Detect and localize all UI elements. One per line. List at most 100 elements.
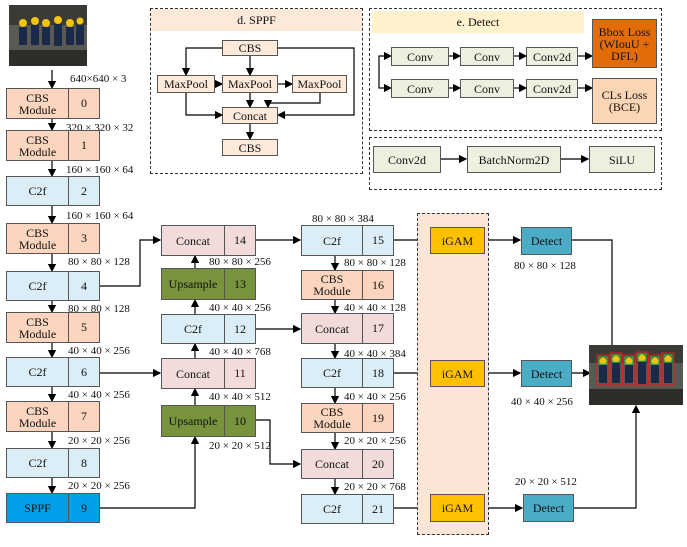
sppf-cbs-bottom: CBS xyxy=(222,139,278,156)
node-label: CBS Module xyxy=(18,403,57,430)
node-label: CBS Module xyxy=(18,314,57,341)
node-label: C2f xyxy=(28,279,47,293)
dim-label: 40 × 40 × 384 xyxy=(344,348,406,360)
node-label: CBS Module xyxy=(18,90,57,117)
node-index: 15 xyxy=(362,226,393,255)
node-index: 0 xyxy=(68,89,99,118)
detect-conv2d-b: Conv2d xyxy=(526,79,578,98)
sppf-maxpool-mid: MaxPool xyxy=(222,75,278,93)
node-index: 13 xyxy=(224,269,255,299)
dim-label: 40 × 40 × 256 xyxy=(209,302,271,314)
sppf-panel xyxy=(150,8,363,174)
detect-conv-a2: Conv xyxy=(460,47,514,66)
dim-label: 40 × 40 × 256 xyxy=(68,345,130,357)
node-16-cbs: CBS Module 16 xyxy=(301,270,394,300)
input-image xyxy=(9,5,87,66)
node-1-cbs: CBS Module 1 xyxy=(6,130,100,161)
output-dim-label: 20 × 20 × 512 xyxy=(515,476,577,488)
cbs-conv2d: Conv2d xyxy=(373,146,441,173)
bbox-loss-box: Bbox Loss (WIouU + DFL) xyxy=(592,19,657,68)
igam-block-1: iGAM xyxy=(430,227,485,254)
sppf-panel-title: d. SPPF xyxy=(151,9,362,31)
node-label: CBS Module xyxy=(18,225,57,252)
node-20-concat: Concat 20 xyxy=(301,449,394,479)
detect-block-2: Detect xyxy=(521,360,572,387)
node-index: 16 xyxy=(362,271,393,299)
detect-block-1: Detect xyxy=(521,227,572,255)
node-10-upsample: Upsample 10 xyxy=(161,405,256,437)
node-index: 18 xyxy=(362,359,393,387)
node-label: C2f xyxy=(28,456,47,470)
node-index: 19 xyxy=(362,404,393,432)
dim-label: 40 × 40 × 128 xyxy=(344,302,406,314)
detect-conv2d-a: Conv2d xyxy=(526,47,578,66)
cbs-silu: SiLU xyxy=(589,146,655,173)
node-6-c2f: C2f 6 xyxy=(6,357,100,387)
node-18-c2f: C2f 18 xyxy=(301,358,394,388)
node-15-c2f: C2f 15 xyxy=(301,225,394,256)
node-7-cbs: CBS Module 7 xyxy=(6,401,100,432)
node-index: 9 xyxy=(68,494,99,522)
igam-block-2: iGAM xyxy=(430,360,485,387)
node-index: 12 xyxy=(224,315,255,343)
dim-label: 80 × 80 × 256 xyxy=(209,256,271,268)
cbs-panel xyxy=(369,137,662,190)
node-label: C2f xyxy=(323,366,341,380)
node-index: 14 xyxy=(224,226,255,255)
node-8-c2f: C2f 8 xyxy=(6,448,100,478)
node-9-sppf: SPPF 9 xyxy=(6,493,100,523)
node-label: Upsample xyxy=(168,414,218,428)
dim-label: 160 × 160 × 64 xyxy=(66,210,134,222)
dim-label: 40 × 40 × 512 xyxy=(209,391,271,403)
detect-panel-title: e. Detect xyxy=(372,11,584,33)
dim-label: 80 × 80 × 384 xyxy=(312,213,374,225)
node-0-cbs: CBS Module 0 xyxy=(6,88,100,119)
input-size-label: 640×640 × 3 xyxy=(70,73,127,85)
detect-panel xyxy=(369,8,662,131)
node-17-concat: Concat 17 xyxy=(301,313,394,344)
node-13-upsample: Upsample 13 xyxy=(161,268,256,300)
node-label: C2f xyxy=(323,233,341,248)
dim-label: 40 × 40 × 256 xyxy=(68,389,130,401)
dim-label: 20 × 20 × 768 xyxy=(344,481,406,493)
node-index: 8 xyxy=(68,449,99,477)
node-label: Upsample xyxy=(168,277,218,291)
node-label: Concat xyxy=(315,321,349,336)
sppf-concat: Concat xyxy=(222,107,278,124)
node-index: 5 xyxy=(68,313,99,342)
node-2-c2f: C2f 2 xyxy=(6,176,100,206)
dim-label: 80 × 80 × 128 xyxy=(344,257,406,269)
sppf-maxpool-right: MaxPool xyxy=(292,75,347,93)
node-12-c2f: C2f 12 xyxy=(161,314,256,344)
dim-label: 20 × 20 × 256 xyxy=(68,480,130,492)
detect-conv-a1: Conv xyxy=(391,47,449,66)
node-index: 6 xyxy=(68,358,99,386)
dim-label: 20 × 20 × 512 xyxy=(209,440,271,452)
dim-label: 80 × 80 × 128 xyxy=(68,256,130,268)
detect-conv-b2: Conv xyxy=(460,79,514,98)
node-11-concat: Concat 11 xyxy=(161,358,256,389)
node-3-cbs: CBS Module 3 xyxy=(6,223,100,254)
node-label: Concat xyxy=(176,366,210,381)
node-14-concat: Concat 14 xyxy=(161,225,256,256)
dim-label: 40 × 40 × 768 xyxy=(209,346,271,358)
sppf-maxpool-left: MaxPool xyxy=(157,75,215,93)
dim-label: 40 × 40 × 256 xyxy=(344,391,406,403)
node-5-cbs: CBS Module 5 xyxy=(6,312,100,343)
node-index: 7 xyxy=(68,402,99,431)
output-image xyxy=(589,345,683,405)
node-index: 20 xyxy=(362,450,393,478)
node-label: SPPF xyxy=(24,501,51,515)
node-label: Concat xyxy=(315,457,349,471)
node-21-c2f: C2f 21 xyxy=(301,494,394,524)
node-index: 2 xyxy=(68,177,99,205)
node-4-c2f: C2f 4 xyxy=(6,271,100,301)
node-index: 10 xyxy=(224,406,255,436)
dim-label: 20 × 20 × 256 xyxy=(68,435,130,447)
node-index: 17 xyxy=(362,314,393,343)
node-index: 21 xyxy=(362,495,393,523)
node-index: 4 xyxy=(68,272,99,300)
node-index: 11 xyxy=(224,359,255,388)
